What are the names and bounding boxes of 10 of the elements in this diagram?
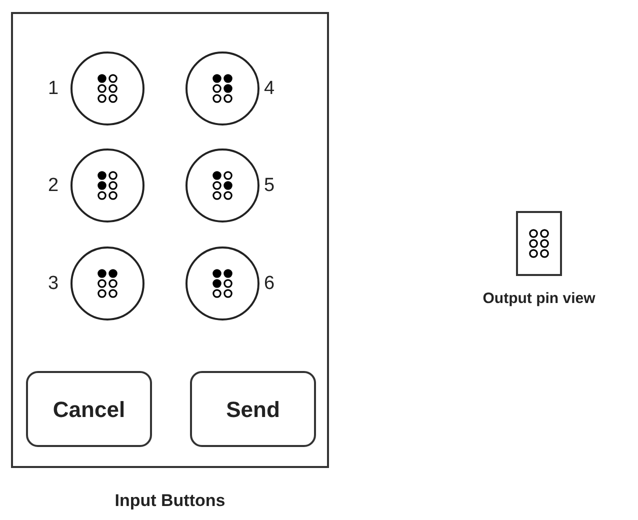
button-number: 2 bbox=[48, 176, 59, 194]
pin-caption: Output pin view bbox=[482, 289, 596, 309]
button-number: 5 bbox=[264, 176, 275, 194]
button: Cancel bbox=[26, 371, 152, 447]
button-number: 1 bbox=[48, 78, 59, 98]
panel-caption: Input Buttons bbox=[114, 490, 226, 512]
button-number: 4 bbox=[264, 78, 275, 98]
button: Send bbox=[190, 371, 316, 447]
button-number: 3 bbox=[48, 274, 59, 292]
button-number: 6 bbox=[264, 274, 275, 292]
